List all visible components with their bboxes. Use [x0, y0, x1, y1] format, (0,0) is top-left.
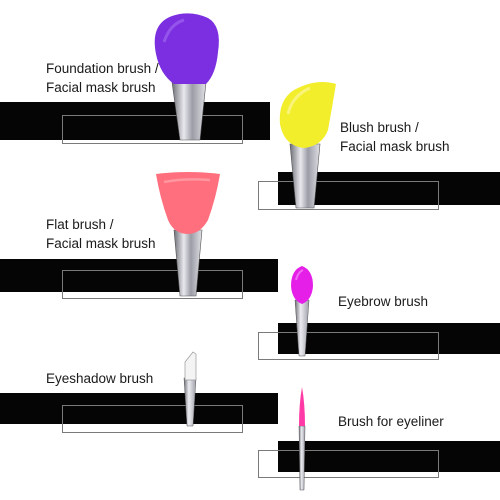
eyeliner-brush-label: Brush for eyeliner — [338, 412, 444, 431]
eyeliner-black-bar — [278, 441, 500, 472]
flat-brush-image — [156, 172, 220, 297]
eyeshadow-brush-label: Eyeshadow brush — [46, 369, 153, 388]
blush-label-line-1: Blush brush / — [340, 120, 419, 135]
foundation-label-line-1: Foundation brush / — [46, 61, 159, 76]
eyebrow-outline-frame — [258, 332, 439, 360]
blush-label-line-2: Facial mask brush — [340, 139, 450, 154]
eyebrow-black-bar — [278, 323, 500, 354]
eyeshadow-brush-image — [183, 351, 197, 427]
eyeliner-label-line-1: Brush for eyeliner — [338, 414, 444, 429]
flat-outline-frame — [62, 270, 243, 299]
eyebrow-brush-image — [291, 266, 313, 357]
eyeshadow-black-bar — [0, 393, 278, 424]
eyebrow-brush-label: Eyebrow brush — [338, 292, 428, 311]
foundation-brush-image — [154, 13, 219, 141]
eyeshadow-label-line-1: Eyeshadow brush — [46, 371, 154, 386]
eyeliner-brush-image — [298, 387, 306, 491]
eyebrow-label-line-1: Eyebrow brush — [338, 294, 429, 309]
foundation-brush-label: Foundation brush / Facial mask brush — [46, 59, 159, 97]
foundation-label-line-2: Facial mask brush — [46, 80, 156, 95]
eyeshadow-outline-frame — [62, 405, 243, 433]
flat-brush-label: Flat brush / Facial mask brush — [46, 215, 156, 253]
flat-label-line-1: Flat brush / — [46, 217, 114, 232]
blush-brush-label: Blush brush / Facial mask brush — [340, 118, 450, 156]
foundation-outline-frame — [62, 115, 243, 144]
blush-brush-image — [279, 82, 336, 209]
foundation-black-bar — [0, 102, 270, 140]
flat-black-bar — [0, 259, 278, 292]
eyeliner-outline-frame — [258, 450, 439, 478]
flat-label-line-2: Facial mask brush — [46, 236, 156, 251]
blush-outline-frame — [258, 181, 439, 210]
